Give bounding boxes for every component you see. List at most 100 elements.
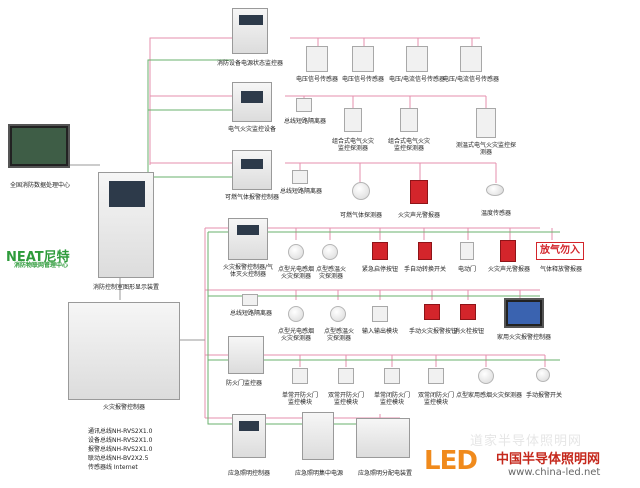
combined-detector-1-device xyxy=(344,108,362,132)
power-monitor-label: 消防设备电源状态监控器 xyxy=(216,60,283,67)
combined-detector-1-label: 组合式电气火灾监控探测器 xyxy=(331,138,374,152)
vc-sensor-2-device xyxy=(460,46,482,72)
gas-controller-device xyxy=(232,150,272,190)
sound-light-alarm-1-label: 火灾声光警报器 xyxy=(397,212,440,219)
left-fire-controller-label: 火灾报警控制器 xyxy=(102,404,145,411)
vc-sensor-1-device xyxy=(406,46,428,72)
point-smoke-device xyxy=(288,244,304,260)
central-power-label: 应急照明集中电源 xyxy=(294,470,343,477)
watermark-faint: 道家半导体照明网 xyxy=(470,434,583,449)
manual-alarm-switch-label: 手动报警开关 xyxy=(525,392,562,399)
manual-alarm-button-label: 手动火灾报警按钮 xyxy=(408,328,457,335)
point-heat-label: 点型感温火灾探测器 xyxy=(315,266,346,280)
emergency-lighting-ctrl-label: 应急照明控制器 xyxy=(227,470,270,477)
door-lamp-device xyxy=(460,242,474,260)
point-smoke-label: 点型光电感烟火灾探测器 xyxy=(277,266,314,280)
graphic-display-label: 消防控制室图形显示装置 xyxy=(92,284,159,291)
temperature-sensor-device xyxy=(486,184,504,196)
power-monitor-device xyxy=(232,8,268,54)
graphic-display-device xyxy=(98,172,154,278)
watermark-logo: LED xyxy=(424,446,478,476)
fire-door-monitor-device xyxy=(228,336,264,374)
point-heat-2-device xyxy=(330,306,346,322)
bus-isolator-1-label: 总线短路隔离器 xyxy=(283,118,326,125)
distribution-label: 应急照明分配电装置 xyxy=(357,470,412,477)
wire-top-bus xyxy=(149,37,232,165)
left-fire-controller-device xyxy=(68,302,180,400)
wire-door-bus xyxy=(205,354,546,367)
single-closed-door-label: 单常闭防火门监控模块 xyxy=(373,392,410,406)
home-smoke-device xyxy=(478,368,494,384)
gas-release-sign-device: 放气勿入 xyxy=(536,242,584,260)
single-closed-door-device xyxy=(384,368,400,384)
home-controller-device xyxy=(504,298,544,328)
voltage-sensor-2-device xyxy=(352,46,374,72)
protocol-4: 传感器线 Internet xyxy=(88,464,138,471)
single-door-label: 单常开防火门监控模块 xyxy=(281,392,318,406)
wire-power-sensors xyxy=(290,37,480,48)
point-heat-device xyxy=(322,244,338,260)
wire-green-4 xyxy=(208,295,560,361)
double-closed-door-label: 双常闭防火门监控模块 xyxy=(417,392,454,406)
central-power-device xyxy=(302,412,334,460)
mid-fire-controller-device xyxy=(228,218,268,260)
bus-isolator-2-label: 总线短路隔离器 xyxy=(279,188,322,195)
bus-isolator-1-device xyxy=(296,98,312,112)
sound-light-alarm-2-device xyxy=(500,240,516,262)
electrical-fire-monitor-device xyxy=(232,82,272,122)
data-center-screen xyxy=(8,124,70,168)
combined-detector-2-device xyxy=(400,108,418,132)
sound-light-alarm-1-device xyxy=(410,180,428,204)
gas-controller-label: 可燃气体报警控制器 xyxy=(224,194,279,201)
single-door-device xyxy=(292,368,308,384)
double-door-device xyxy=(338,368,354,384)
door-lamp-label: 电动门 xyxy=(457,266,476,273)
home-smoke-label: 点型家用感烟火灾探测器 xyxy=(456,392,523,399)
voltage-sensor-1-label: 电压信号传感器 xyxy=(295,76,338,83)
temperature-sensor-label: 温度传感器 xyxy=(480,210,511,217)
electrical-fire-monitor-label: 电气火灾监控设备 xyxy=(227,126,276,133)
bus-isolator-3-label: 总线短路隔离器 xyxy=(229,310,272,317)
wire-green-1 xyxy=(147,59,232,172)
emergency-lighting-ctrl-device xyxy=(232,414,266,458)
data-center-label: 全国消防数据处理中心 xyxy=(9,182,70,189)
double-door-label: 双常开防火门监控模块 xyxy=(327,392,364,406)
io-module-label: 输入输出模块 xyxy=(361,328,398,335)
vc-sensor-2-label: 电压/电流信号传感器 xyxy=(442,76,500,83)
gas-detector-device xyxy=(352,182,370,200)
home-controller-label: 家用火灾报警控制器 xyxy=(496,334,551,341)
combined-detector-2-label: 组合式电气火灾监控探测器 xyxy=(387,138,430,152)
protocol-3: 联动总线NH-BV2X2.5 xyxy=(88,455,149,462)
double-closed-door-device xyxy=(428,368,444,384)
wire-bus-mid xyxy=(205,289,540,300)
point-smoke-2-label: 点型光电感烟火灾探测器 xyxy=(277,328,314,342)
wire-efire xyxy=(150,95,487,110)
distribution-device xyxy=(356,418,410,458)
protocol-1: 设备总线NH-RVS2X1.0 xyxy=(88,437,153,444)
wire-gas xyxy=(150,162,497,183)
protocol-2: 报警总线NH-RVS2X1.0 xyxy=(88,446,153,453)
emergency-start-device xyxy=(372,242,388,260)
manual-switch-device xyxy=(418,242,432,260)
gas-release-sign-text: 放气勿入 xyxy=(540,245,580,256)
io-module-device xyxy=(372,306,388,322)
emergency-start-label: 紧急启停按钮 xyxy=(361,266,398,273)
watermark-brand-text: 中国半导体照明网 xyxy=(496,452,601,467)
wire-main-bus xyxy=(205,227,553,240)
voltage-sensor-2-label: 电压信号传感器 xyxy=(341,76,384,83)
point-heat-2-label: 点型感温火灾探测器 xyxy=(323,328,354,342)
vc-sensor-1-label: 电压/电流信号传感器 xyxy=(388,76,446,83)
wire-green-2 xyxy=(148,109,232,178)
sound-light-alarm-2-label: 火灾声光警报器 xyxy=(488,266,531,273)
gas-detector-label: 可燃气体探测器 xyxy=(339,212,382,219)
watermark-url: www.china-led.net xyxy=(508,467,601,478)
manual-alarm-button-device xyxy=(424,304,440,320)
neat-brand: NEAT尼特 xyxy=(6,250,70,265)
mcb-detector-device xyxy=(476,108,496,138)
hydrant-button-label: 消火栓按钮 xyxy=(453,328,484,335)
bus-isolator-3-device xyxy=(242,294,258,306)
mid-fire-controller-label: 火灾报警控制器/气体灭火控制器 xyxy=(222,264,274,278)
neat-subtitle: 消防物联网管理中心 xyxy=(13,262,68,269)
manual-alarm-switch-device xyxy=(536,368,550,382)
